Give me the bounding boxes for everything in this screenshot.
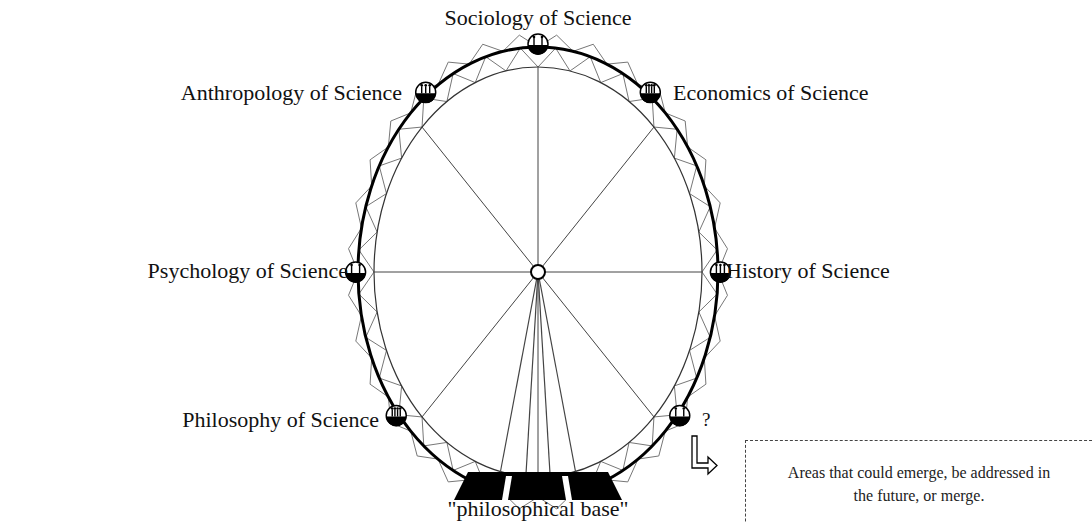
base-label: "philosophical base" <box>447 497 628 521</box>
spoke <box>538 272 654 417</box>
wheel-ring <box>349 35 728 509</box>
note-box: Areas that could emerge, be addressed in… <box>745 440 1092 523</box>
note-text: Areas that could emerge, be addressed in… <box>786 441 1052 507</box>
field-label: History of Science <box>726 259 890 283</box>
spoke <box>538 67 539 272</box>
field-label: Sociology of Science <box>445 6 632 30</box>
spoke <box>422 272 538 417</box>
outer-rim <box>358 47 718 497</box>
spoke <box>422 127 538 272</box>
gondola <box>640 82 660 103</box>
gondola <box>416 82 436 103</box>
inner-rim <box>374 67 702 477</box>
support-leg <box>526 272 538 474</box>
support-leg <box>500 272 538 474</box>
spoke <box>538 127 654 272</box>
hub <box>531 265 545 279</box>
spoke <box>374 272 538 273</box>
field-label: Philosophy of Science <box>182 408 379 432</box>
gondola <box>386 405 406 426</box>
field-label: Psychology of Science <box>148 259 348 283</box>
gondola <box>670 405 690 426</box>
truss <box>359 48 717 496</box>
truss <box>349 35 728 509</box>
pointer-arrow <box>692 436 717 474</box>
gondola <box>528 34 548 55</box>
gondola <box>346 262 366 283</box>
field-label: Anthropology of Science <box>181 81 402 105</box>
question-mark: ? <box>702 410 710 431</box>
support-leg <box>538 272 576 474</box>
spoke <box>538 272 539 477</box>
base <box>454 472 622 500</box>
field-label: Economics of Science <box>673 81 869 105</box>
spoke <box>538 272 702 273</box>
